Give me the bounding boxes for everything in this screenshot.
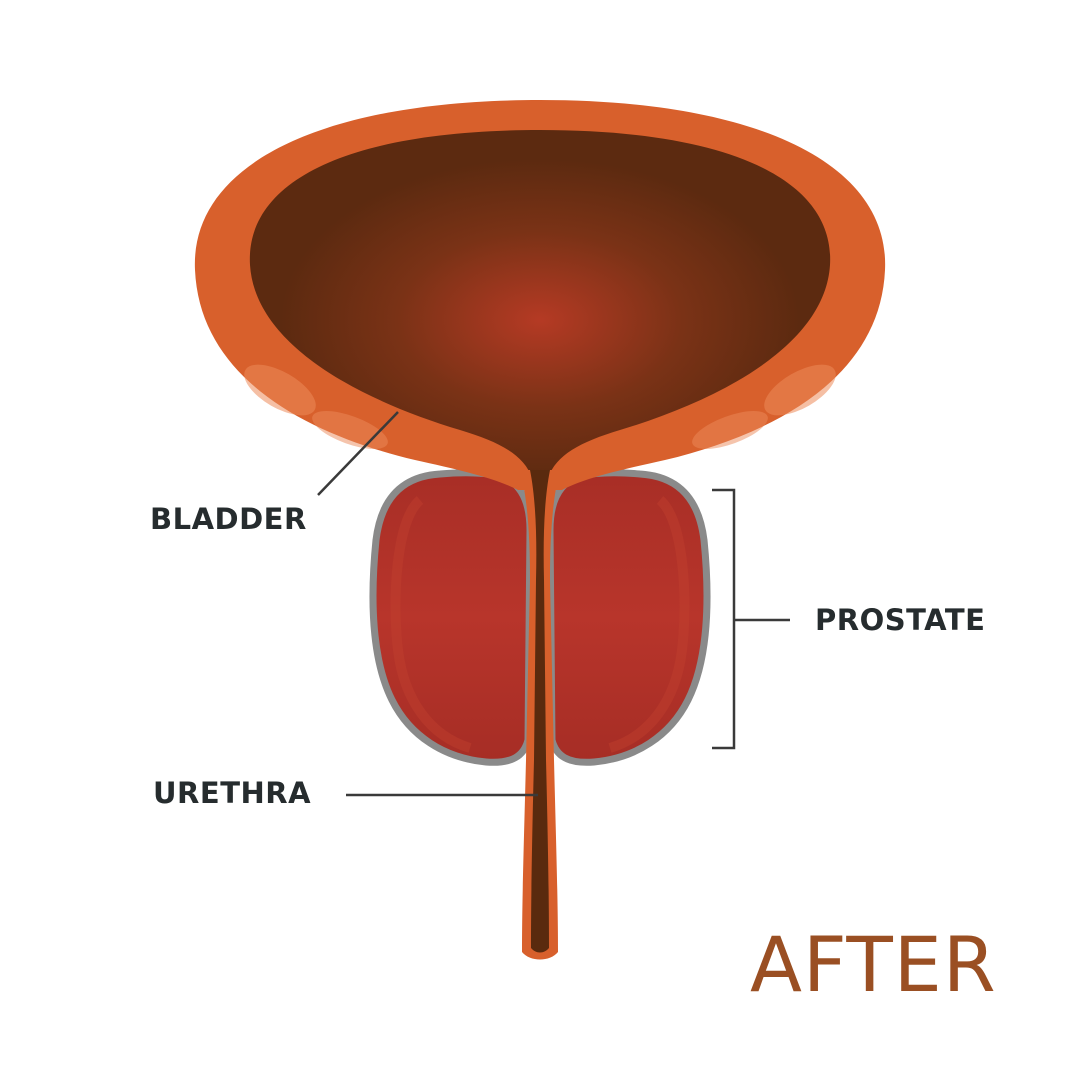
bladder-label: BLADDER	[150, 502, 307, 536]
prostate-bracket	[712, 488, 790, 750]
urethra	[520, 470, 560, 960]
bladder-lumen	[249, 130, 831, 478]
bladder-leader-line	[317, 411, 399, 496]
after-title: AFTER	[750, 920, 997, 1009]
urethra-label: URETHRA	[153, 776, 312, 810]
bladder	[194, 100, 886, 490]
urethra-channel	[530, 470, 550, 953]
prostate-label: PROSTATE	[815, 603, 986, 637]
